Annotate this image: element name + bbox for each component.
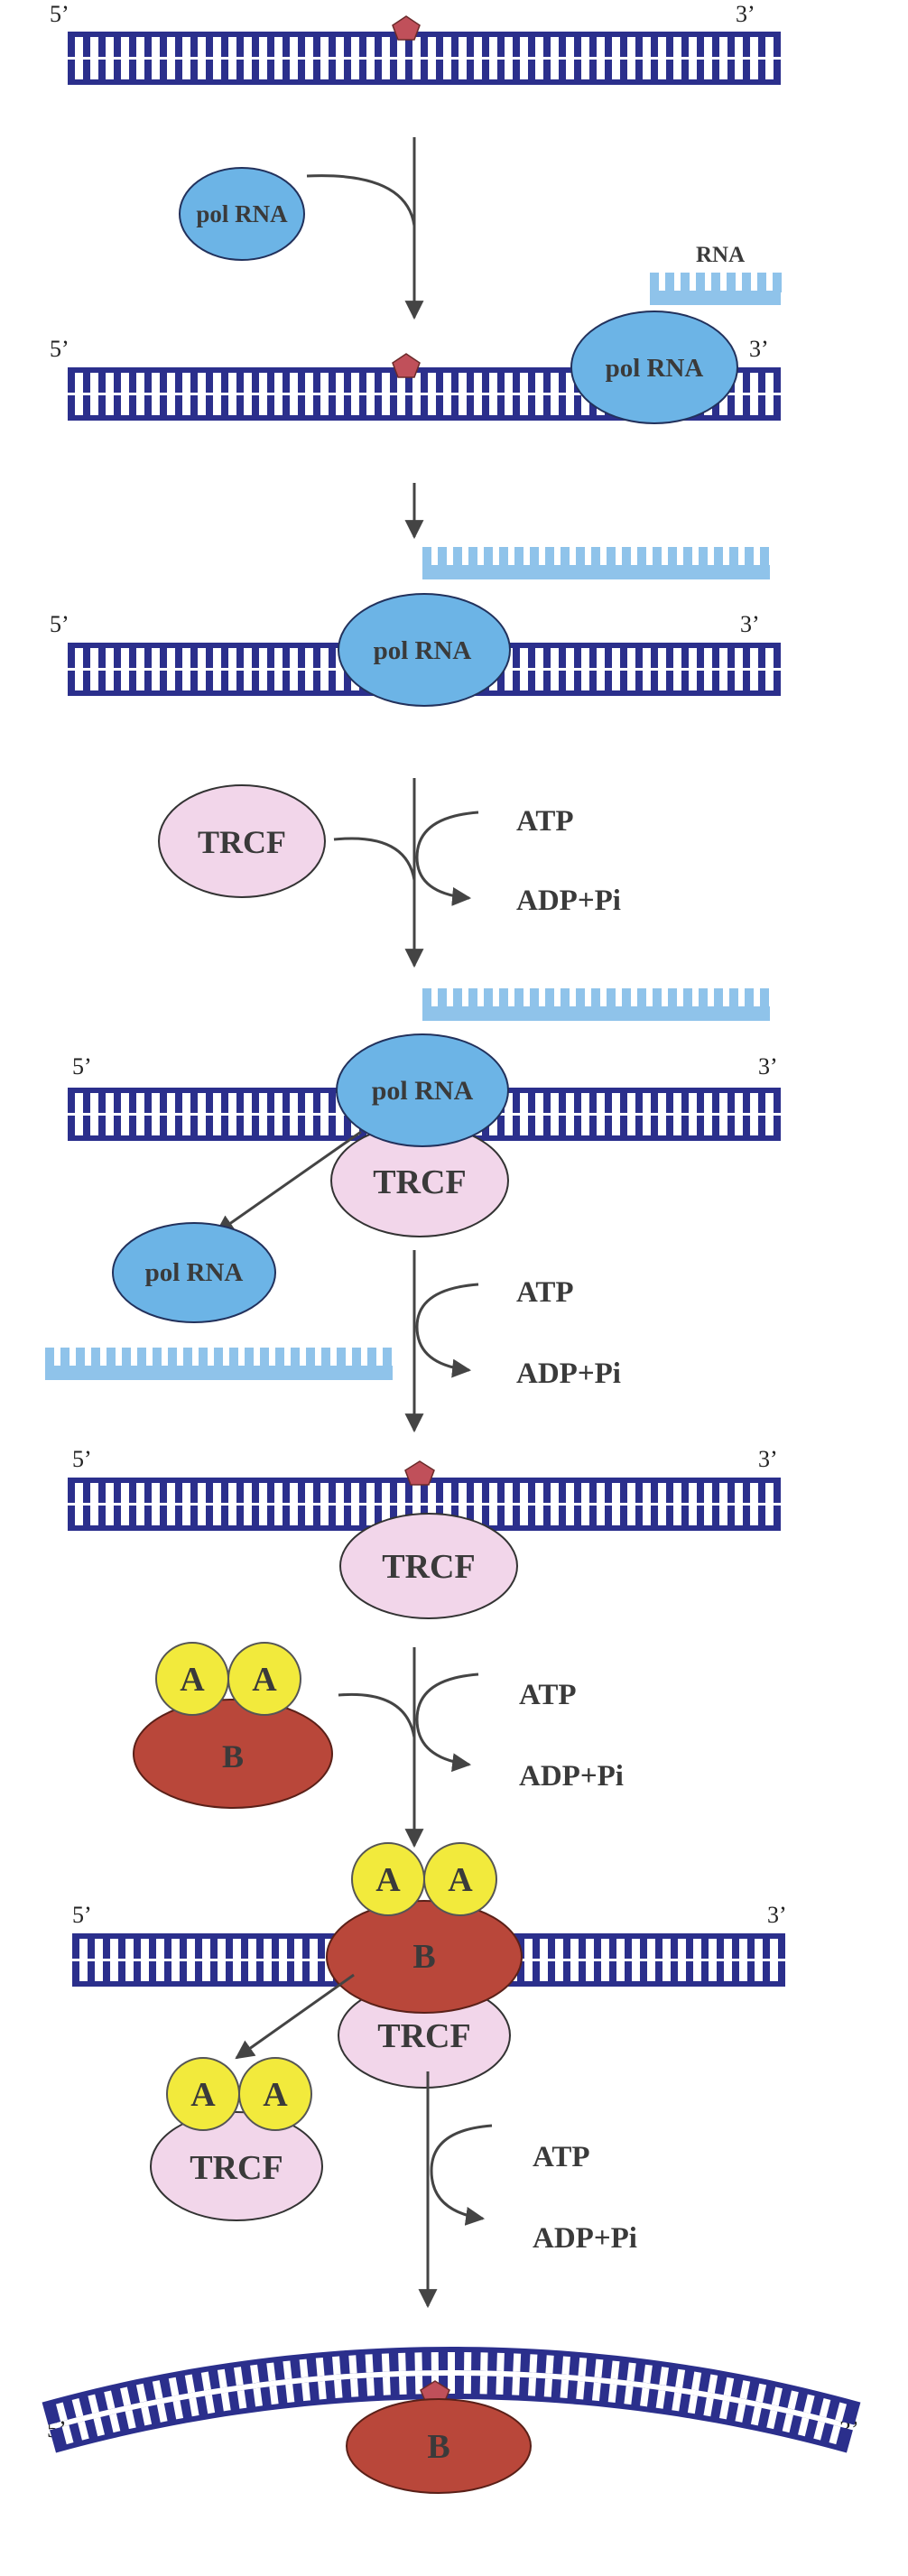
arrow-4: ATP ADP+Pi <box>404 1250 621 1433</box>
arrow-5: ATP ADP+Pi <box>338 1647 624 1849</box>
protein-a-pair: A A <box>351 1842 497 1916</box>
stage-1: 5’ 3’ <box>50 1 781 85</box>
rna-strand <box>650 273 782 305</box>
pol-rna-label: pol RNA <box>145 1258 244 1287</box>
lesion-icon <box>392 15 421 41</box>
atp-label: ATP <box>533 2141 590 2173</box>
dna-duplex <box>68 32 781 85</box>
pol-rna-bound: pol RNA <box>336 1033 509 1147</box>
five-prime-label: 5’ <box>50 611 69 637</box>
atp-label: ATP <box>516 1276 574 1309</box>
stage-4: 5’ 3’ TRCF pol RNA <box>68 988 781 1237</box>
trcf-bound: TRCF <box>339 1513 518 1619</box>
three-prime-label: 3’ <box>758 1446 778 1472</box>
trcf-label: TRCF <box>198 824 286 860</box>
pol-rna-released: pol RNA <box>112 1222 276 1323</box>
stage-3: 5’ 3’ pol RNA <box>50 547 781 707</box>
rna-label: RNA <box>696 243 745 267</box>
five-prime-label: 5’ <box>50 1 69 27</box>
stage-5: 5’ 3’ TRCF <box>68 1446 781 1619</box>
b-label: B <box>427 2428 449 2466</box>
trcf-label: TRCF <box>190 2149 283 2187</box>
a-label: A <box>180 1661 205 1699</box>
three-prime-label: 3’ <box>758 1053 778 1080</box>
ab-complex-free: B A A <box>133 1642 333 1809</box>
three-prime-label: 3’ <box>749 336 769 362</box>
three-prime-label: 3’ <box>767 1902 787 1928</box>
trcf-label: TRCF <box>377 2017 470 2055</box>
atp-label: ATP <box>519 1679 577 1711</box>
five-prime-label: 5’ <box>50 336 69 362</box>
lesion-icon <box>392 353 421 378</box>
stage-6: 5’ 3’ TRCF B A A <box>72 1842 787 2089</box>
arrow-6: ATP ADP+Pi <box>418 2071 637 2309</box>
trcf-label: TRCF <box>373 1163 466 1201</box>
protein-b-bound: B <box>346 2398 532 2494</box>
trcf-label: TRCF <box>382 1548 475 1586</box>
a-label: A <box>190 2076 216 2114</box>
b-label: B <box>222 1738 244 1774</box>
adp-pi-label: ADP+Pi <box>519 1760 624 1793</box>
rna-strand <box>422 547 770 579</box>
atp-label: ATP <box>516 805 574 838</box>
protein-b-bound: B <box>326 1900 523 2014</box>
three-prime-label: 3’ <box>736 1 755 27</box>
rna-strand <box>422 988 770 1021</box>
stage-2: RNA 5’ 3’ pol RNA <box>50 243 782 424</box>
five-prime-label: 5’ <box>72 1446 92 1472</box>
pol-rna-label: pol RNA <box>606 354 704 383</box>
curved-dna-duplex <box>42 2347 861 2453</box>
arrow-1 <box>306 137 424 320</box>
a-label: A <box>252 1661 277 1699</box>
five-prime-label: 5’ <box>72 1902 92 1928</box>
trcf-free: TRCF <box>158 784 326 898</box>
five-prime-label: 5’ <box>72 1053 92 1080</box>
pol-rna-label: pol RNA <box>372 1076 474 1106</box>
a-label: A <box>448 1861 473 1899</box>
pol-rna-bound: pol RNA <box>570 310 738 424</box>
three-prime-label: 3’ <box>740 611 760 637</box>
stage-7: 5’ 3’ B <box>42 2347 861 2494</box>
arrow-3: ATP ADP+Pi <box>333 778 621 968</box>
a-trcf-complex-released: TRCF A A <box>150 2057 323 2221</box>
pol-rna-free: pol RNA <box>179 167 305 261</box>
adp-pi-label: ADP+Pi <box>516 885 621 917</box>
lesion-icon <box>404 1460 435 1486</box>
pol-rna-label: pol RNA <box>196 200 288 227</box>
adp-pi-label: ADP+Pi <box>533 2222 637 2255</box>
release-arrow-trcf <box>235 1973 355 2060</box>
trcf-bound: TRCF <box>330 1124 509 1237</box>
adp-pi-label: ADP+Pi <box>516 1357 621 1390</box>
release-arrow-pol <box>215 1130 362 1235</box>
pol-rna-bound: pol RNA <box>338 593 511 707</box>
pol-rna-label: pol RNA <box>374 636 472 665</box>
a-label: A <box>375 1861 401 1899</box>
rna-strand-released <box>45 1348 393 1380</box>
b-label: B <box>412 1938 435 1976</box>
a-label: A <box>263 2076 288 2114</box>
